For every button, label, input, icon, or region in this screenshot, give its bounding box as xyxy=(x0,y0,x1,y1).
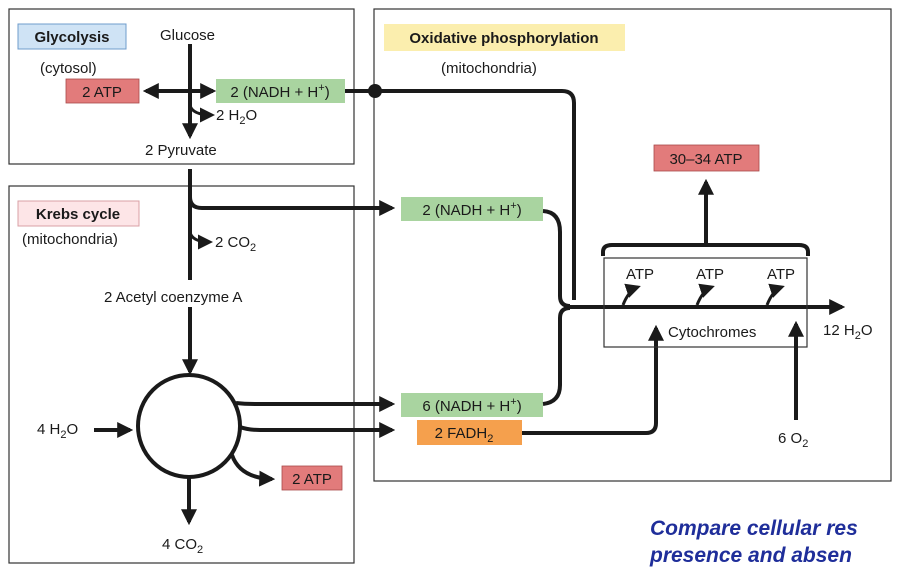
arrow-to-nadh6 xyxy=(235,396,396,412)
arrow-to-co2 xyxy=(188,231,213,250)
krebs-nadh-label: 2 (NADH + H+) xyxy=(422,200,521,219)
fadh-to-cytochromes-line xyxy=(522,324,664,435)
glycolysis-nadh-badge xyxy=(216,79,345,103)
oxphos-box xyxy=(373,8,892,482)
atp-arrow-1 xyxy=(621,283,641,306)
oxphos-title-badge xyxy=(384,24,625,51)
krebs-nadh-to-etc-line xyxy=(542,209,571,308)
krebs-co2-label: 2 CO2 xyxy=(215,234,256,254)
arrow-to-water xyxy=(188,104,215,123)
footer-line-1: Compare cellular res xyxy=(650,517,858,540)
nadh6-to-etc-line xyxy=(542,306,571,406)
krebs-cycle-circle xyxy=(136,373,242,479)
glycolysis-nadh-to-etc-line xyxy=(345,89,576,300)
total-atp-label: 30–34 ATP xyxy=(669,151,742,168)
oxphos-water-out-label: 12 H2O xyxy=(823,322,872,342)
krebs-water-in-label: 4 H2O xyxy=(37,421,78,441)
glycolysis-title: Glycolysis xyxy=(34,29,109,46)
krebs-title: Krebs cycle xyxy=(36,206,120,223)
footer-line-2: presence and absen xyxy=(649,544,852,567)
etc-atp-label-3: ATP xyxy=(767,266,795,283)
cytochromes-box xyxy=(603,257,808,348)
glycolysis-location: (cytosol) xyxy=(40,60,97,77)
krebs-box xyxy=(8,185,355,564)
glycolysis-atp-badge xyxy=(65,78,140,104)
total-atp-badge xyxy=(653,144,760,172)
glycolysis-nadh-label: 2 (NADH + H+) xyxy=(230,82,329,101)
pyruvate-label: 2 Pyruvate xyxy=(145,142,217,159)
fadh-label: 2 FADH2 xyxy=(435,425,494,445)
glycolysis-title-badge xyxy=(17,23,127,50)
atp-arrow-3 xyxy=(765,283,785,306)
krebs-nadh-badge xyxy=(401,197,543,221)
etc-atp-label-1: ATP xyxy=(626,266,654,283)
krebs-nadh6-badge xyxy=(401,393,543,417)
arrow-to-krebs-atp xyxy=(230,454,276,487)
oxphos-title: Oxidative phosphorylation xyxy=(409,30,598,47)
acetyl-coa-label: 2 Acetyl coenzyme A xyxy=(104,289,242,306)
krebs-location: (mitochondria) xyxy=(22,231,118,248)
glucose-label: Glucose xyxy=(160,27,215,44)
arrow-to-fadh xyxy=(239,422,396,438)
atp-bracket xyxy=(601,238,810,256)
oxygen-label: 6 O2 xyxy=(778,430,808,450)
arrow-to-krebs-nadh xyxy=(188,196,396,216)
etc-atp-label-2: ATP xyxy=(696,266,724,283)
glycolysis-atp-label: 2 ATP xyxy=(82,84,122,101)
fadh-badge xyxy=(417,420,522,445)
krebs-atp-badge xyxy=(281,465,343,491)
atp-arrow-2 xyxy=(695,283,715,306)
glycolysis-box xyxy=(8,8,355,165)
cytochromes-label: Cytochromes xyxy=(668,324,756,341)
krebs-nadh6-label: 6 (NADH + H+) xyxy=(422,396,521,415)
krebs-title-badge xyxy=(17,200,140,227)
krebs-co2-out-label: 4 CO2 xyxy=(162,536,203,556)
oxphos-location: (mitochondria) xyxy=(441,60,537,77)
krebs-atp-label: 2 ATP xyxy=(292,471,332,488)
glycolysis-water-label: 2 H2O xyxy=(216,107,257,127)
